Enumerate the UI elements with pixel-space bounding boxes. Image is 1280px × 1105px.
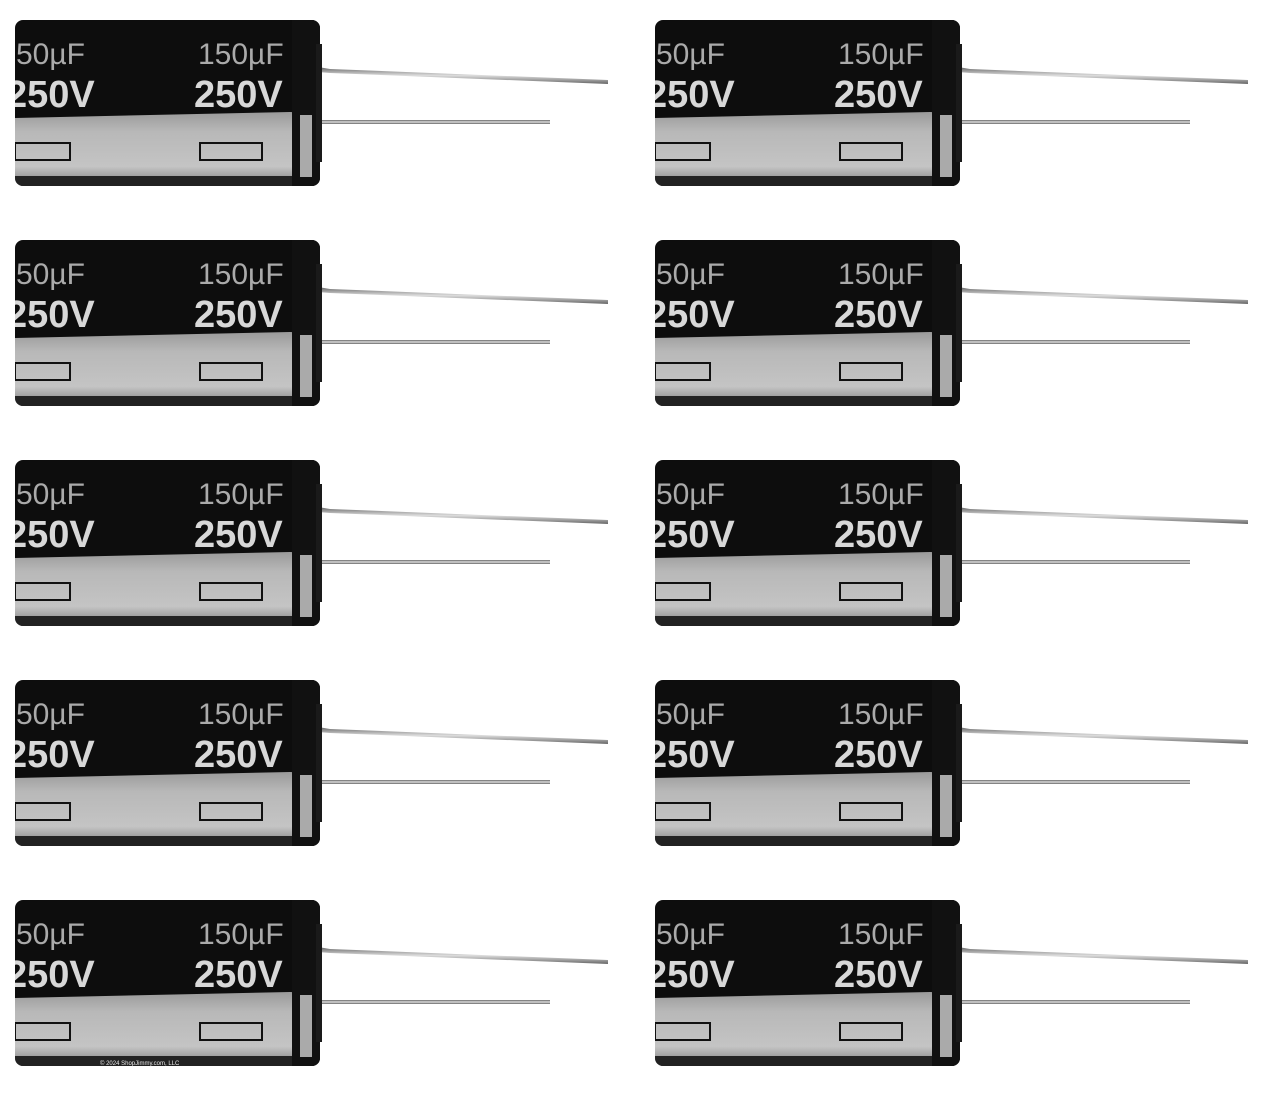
voltage-marking-cut: 250V bbox=[6, 74, 95, 116]
end-cap bbox=[956, 264, 962, 382]
voltage-marking: 250V bbox=[194, 514, 283, 556]
lead-long bbox=[958, 947, 1248, 964]
lead-long bbox=[318, 67, 608, 84]
capacitor: 50µF 250V 150µF 250V bbox=[640, 660, 1280, 880]
voltage-marking-cut: 250V bbox=[6, 954, 95, 996]
capacitor-body: 50µF 250V 150µF 250V bbox=[646, 240, 960, 406]
lead-long bbox=[958, 727, 1248, 744]
lead-long bbox=[958, 67, 1248, 84]
capacitance-marking: 150µF bbox=[838, 38, 924, 71]
end-cap bbox=[316, 264, 322, 382]
capacitance-marking: 150µF bbox=[198, 918, 284, 951]
capacitor: 50µF 250V 150µF 250V bbox=[0, 0, 640, 220]
capacitance-marking: 150µF bbox=[198, 698, 284, 731]
capacitance-marking-cut: 50µF bbox=[656, 478, 725, 511]
lead-short bbox=[958, 1000, 1190, 1004]
lead-long bbox=[318, 287, 608, 304]
capacitance-marking-cut: 50µF bbox=[16, 478, 85, 511]
capacitor: 50µF 250V 150µF 250V bbox=[640, 220, 1280, 440]
voltage-marking-cut: 250V bbox=[646, 514, 735, 556]
capacitor-body: 50µF 250V 150µF 250V bbox=[646, 680, 960, 846]
capacitance-marking: 150µF bbox=[838, 258, 924, 291]
capacitor: 50µF 250V 150µF 250V bbox=[640, 0, 1280, 220]
voltage-marking: 250V bbox=[834, 514, 923, 556]
capacitance-marking-cut: 50µF bbox=[16, 918, 85, 951]
lead-short bbox=[958, 780, 1190, 784]
voltage-marking-cut: 250V bbox=[646, 294, 735, 336]
voltage-marking: 250V bbox=[834, 294, 923, 336]
capacitor-body: 50µF 250V 150µF 250V bbox=[646, 460, 960, 626]
capacitor: 50µF 250V 150µF 250V bbox=[640, 440, 1280, 660]
lead-long bbox=[318, 727, 608, 744]
lead-short bbox=[318, 560, 550, 564]
voltage-marking: 250V bbox=[194, 954, 283, 996]
voltage-marking: 250V bbox=[194, 734, 283, 776]
lead-long bbox=[318, 947, 608, 964]
capacitance-marking-cut: 50µF bbox=[656, 698, 725, 731]
lead-short bbox=[958, 340, 1190, 344]
copyright-watermark: © 2024 ShopJimmy.com, LLC bbox=[100, 1061, 180, 1067]
end-cap bbox=[316, 924, 322, 1042]
end-cap bbox=[316, 484, 322, 602]
capacitor-body: 50µF 250V 150µF 250V bbox=[646, 900, 960, 1066]
voltage-marking: 250V bbox=[194, 74, 283, 116]
end-cap bbox=[956, 44, 962, 162]
voltage-marking: 250V bbox=[834, 954, 923, 996]
voltage-marking: 250V bbox=[194, 294, 283, 336]
capacitance-marking: 150µF bbox=[838, 478, 924, 511]
lead-short bbox=[958, 120, 1190, 124]
capacitance-marking: 150µF bbox=[198, 478, 284, 511]
capacitance-marking: 150µF bbox=[198, 38, 284, 71]
voltage-marking-cut: 250V bbox=[646, 954, 735, 996]
voltage-marking-cut: 250V bbox=[646, 734, 735, 776]
capacitor: 50µF 250V 150µF 250V bbox=[640, 880, 1280, 1100]
end-cap bbox=[956, 484, 962, 602]
capacitor: 50µF 250V 150µF 250V bbox=[0, 220, 640, 440]
capacitor: 50µF 250V 150µF 250V bbox=[0, 880, 640, 1100]
lead-long bbox=[958, 287, 1248, 304]
end-cap bbox=[956, 704, 962, 822]
voltage-marking-cut: 250V bbox=[6, 514, 95, 556]
lead-short bbox=[318, 1000, 550, 1004]
capacitance-marking-cut: 50µF bbox=[16, 38, 85, 71]
lead-short bbox=[318, 340, 550, 344]
capacitor: 50µF 250V 150µF 250V bbox=[0, 660, 640, 880]
capacitor-body: 50µF 250V 150µF 250V bbox=[646, 20, 960, 186]
lead-short bbox=[958, 560, 1190, 564]
voltage-marking: 250V bbox=[834, 74, 923, 116]
capacitance-marking-cut: 50µF bbox=[656, 258, 725, 291]
end-cap bbox=[316, 44, 322, 162]
capacitance-marking-cut: 50µF bbox=[656, 918, 725, 951]
capacitance-marking: 150µF bbox=[198, 258, 284, 291]
capacitor-body: 50µF 250V 150µF 250V bbox=[6, 240, 320, 406]
capacitor-body: 50µF 250V 150µF 250V bbox=[6, 900, 320, 1066]
lead-long bbox=[958, 507, 1248, 524]
capacitance-marking-cut: 50µF bbox=[656, 38, 725, 71]
end-cap bbox=[316, 704, 322, 822]
capacitance-marking: 150µF bbox=[838, 918, 924, 951]
capacitance-marking: 150µF bbox=[838, 698, 924, 731]
capacitor-body: 50µF 250V 150µF 250V bbox=[6, 680, 320, 846]
voltage-marking-cut: 250V bbox=[6, 734, 95, 776]
lead-short bbox=[318, 120, 550, 124]
capacitance-marking-cut: 50µF bbox=[16, 258, 85, 291]
voltage-marking-cut: 250V bbox=[646, 74, 735, 116]
capacitor-body: 50µF 250V 150µF 250V bbox=[6, 460, 320, 626]
lead-short bbox=[318, 780, 550, 784]
lead-long bbox=[318, 507, 608, 524]
end-cap bbox=[956, 924, 962, 1042]
capacitor-body: 50µF 250V 150µF 250V bbox=[6, 20, 320, 186]
capacitor: 50µF 250V 150µF 250V bbox=[0, 440, 640, 660]
voltage-marking: 250V bbox=[834, 734, 923, 776]
voltage-marking-cut: 250V bbox=[6, 294, 95, 336]
capacitance-marking-cut: 50µF bbox=[16, 698, 85, 731]
